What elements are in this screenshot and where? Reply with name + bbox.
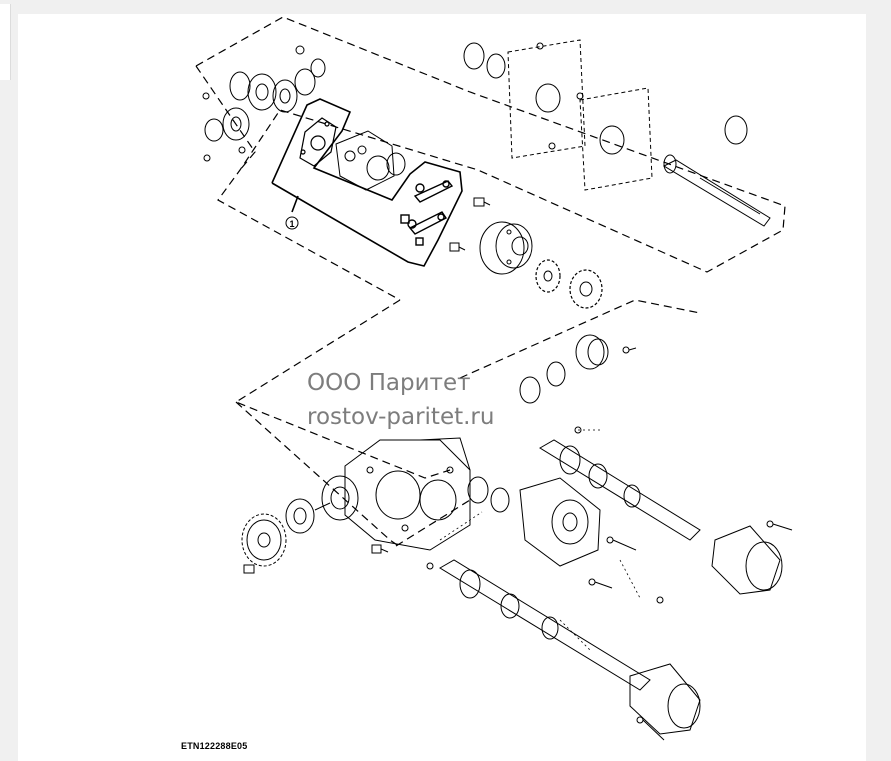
- figure-id-label: ETN122288E05: [181, 741, 248, 751]
- rings-near-watermark: [519, 334, 637, 434]
- watermark-company: ООО Паритет: [307, 370, 471, 396]
- diagram-panel: [18, 14, 866, 761]
- pump-body-top: [335, 130, 406, 191]
- lever-parts: [400, 180, 454, 246]
- watermark-website: rostov-paritet.ru: [307, 404, 495, 430]
- leader-lines: [439, 429, 641, 651]
- group-boundary-top: [195, 16, 786, 548]
- left-side-strip: [0, 4, 11, 80]
- callout-circle: [285, 216, 299, 230]
- gears-center-right: [467, 476, 637, 589]
- shaft-long-upper: [539, 439, 793, 595]
- callout-number: 1: [289, 219, 294, 229]
- shaft-long-lower: [426, 559, 701, 741]
- callout-bracket: [271, 98, 463, 267]
- screws-mid: [449, 197, 491, 252]
- gear-cluster-top-left: [202, 45, 326, 162]
- callout-number-layer: 1: [289, 219, 294, 229]
- gears-mid-right: [535, 259, 603, 309]
- watermark: ООО Паритет rostov-paritet.ru: [307, 366, 494, 434]
- housing-disk-mid: [479, 221, 533, 275]
- shaft-top-right: [662, 154, 771, 227]
- center-housing: [344, 437, 471, 551]
- disks-lower-left: [246, 475, 359, 561]
- gasket-plate: [299, 117, 337, 167]
- frame-assembly-top-right: [507, 39, 653, 191]
